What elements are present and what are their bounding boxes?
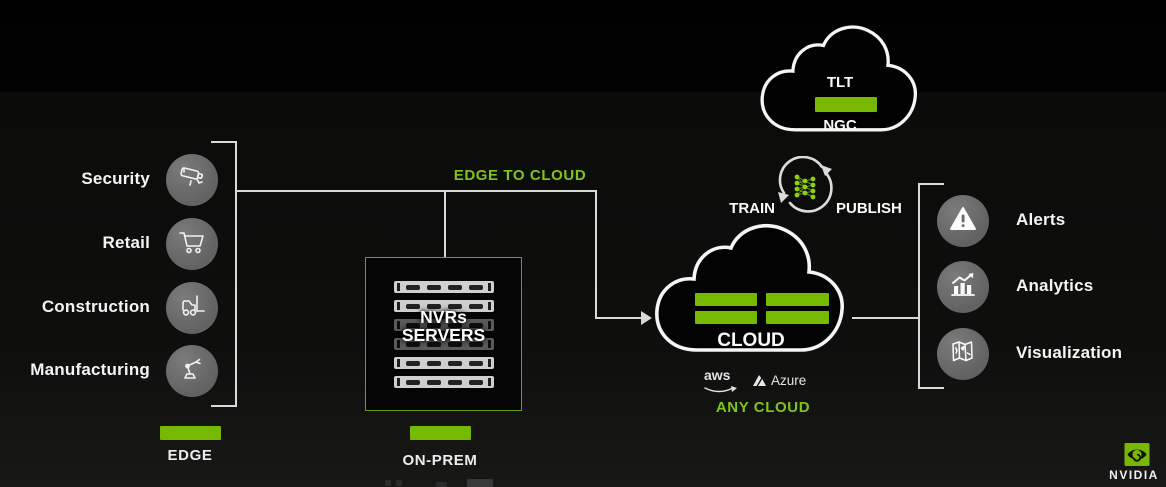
output-item-visualization <box>937 328 989 380</box>
industry-item-manufacturing <box>166 345 218 397</box>
edge-badge-bar <box>160 426 221 440</box>
robot-arm-icon <box>176 353 208 390</box>
cropped-artifact <box>467 479 493 487</box>
forklift-icon <box>176 290 208 327</box>
right-bracket-top-tick <box>918 183 944 185</box>
output-label-alerts: Alerts <box>1016 210 1066 229</box>
ngc-cloud-bar <box>815 97 877 112</box>
cctv-camera-icon <box>176 162 208 199</box>
azure-logo-text: Azure <box>771 373 807 388</box>
train-publish-cycle-icon <box>778 156 833 213</box>
industry-label-security: Security <box>81 169 150 188</box>
server-unit <box>393 300 494 312</box>
onprem-badge-bar <box>410 426 471 440</box>
tlt-label: TLT <box>826 74 854 91</box>
onprem-badge-label: ON-PREM <box>402 452 478 469</box>
publish-label: PUBLISH <box>836 200 902 217</box>
left-bracket-top-tick <box>211 141 237 143</box>
server-unit <box>393 376 494 388</box>
server-box-line2: SERVERS <box>401 325 486 345</box>
drop-to-cloud-line <box>595 190 597 319</box>
map-visualization-icon <box>947 336 979 373</box>
industry-label-construction: Construction <box>41 297 150 316</box>
warning-triangle-icon <box>947 203 979 240</box>
onprem-server-box: NVRs SERVERS <box>365 257 522 411</box>
nvidia-wordmark: NVIDIA <box>1109 468 1159 482</box>
analytics-chart-icon <box>947 269 979 306</box>
server-unit <box>393 319 494 331</box>
industry-item-construction <box>166 282 218 334</box>
output-label-visualization: Visualization <box>1016 343 1123 362</box>
drop-to-servers-line <box>444 190 446 257</box>
to-cloud-arrowhead <box>641 311 652 325</box>
ngc-label: NGC <box>823 117 857 134</box>
cropped-artifact <box>385 480 391 486</box>
azure-triangle-icon <box>753 375 766 386</box>
aws-logo-text: aws <box>704 367 731 383</box>
right-bracket-line <box>918 183 920 389</box>
cloud-gpu-bar <box>766 311 829 324</box>
server-unit <box>393 338 494 350</box>
server-box-line1: NVRs <box>420 307 467 327</box>
left-bracket-bottom-tick <box>211 405 237 407</box>
server-unit <box>393 357 494 369</box>
any-cloud-label: ANY CLOUD <box>715 399 811 416</box>
cropped-artifact <box>436 482 447 487</box>
industry-label-retail: Retail <box>102 233 150 252</box>
aws-smile-icon <box>704 386 737 393</box>
industry-label-manufacturing: Manufacturing <box>30 360 150 379</box>
edge-to-cloud-label: EDGE TO CLOUD <box>453 167 587 184</box>
cloud-to-outputs-line <box>852 317 920 319</box>
edge-badge-label: EDGE <box>167 447 213 464</box>
cloud-gpu-bar <box>695 293 757 306</box>
main-horizontal-line <box>235 190 597 192</box>
cropped-artifact <box>396 480 402 486</box>
neural-network-icon <box>794 174 816 200</box>
output-item-alerts <box>937 195 989 247</box>
output-item-analytics <box>937 261 989 313</box>
train-label: TRAIN <box>729 200 775 217</box>
industry-item-retail <box>166 218 218 270</box>
shopping-cart-icon <box>176 226 208 263</box>
cloud-gpu-bar <box>695 311 757 324</box>
to-cloud-line <box>595 317 643 319</box>
left-bracket-line <box>235 141 237 407</box>
server-unit <box>393 281 494 293</box>
output-label-analytics: Analytics <box>1016 276 1094 295</box>
cloud-gpu-bar <box>766 293 829 306</box>
nvidia-logo-icon <box>1124 443 1150 466</box>
right-bracket-bottom-tick <box>918 387 944 389</box>
aws-logo: aws <box>704 367 738 400</box>
cloud-label: CLOUD <box>717 330 785 351</box>
azure-logo: Azure <box>752 373 806 388</box>
industry-item-security <box>166 154 218 206</box>
